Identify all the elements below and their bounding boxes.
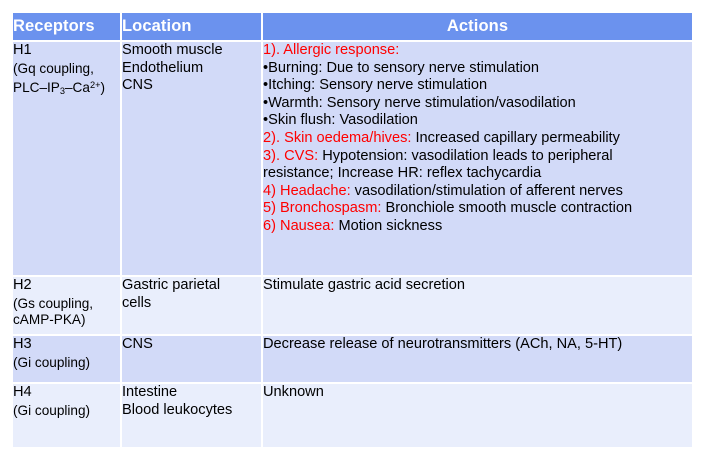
action-item: 2). Skin oedema/hives: Increased capilla… [263, 130, 692, 148]
action-item: Unknown [263, 384, 324, 400]
receptor-coupling-line2: cAMP-PKA) [13, 312, 86, 327]
action-item: 6) Nausea: Motion sickness [263, 218, 692, 236]
table-body: H1 (Gq coupling, PLC–IP3–Ca2+) Smooth mu… [13, 42, 692, 447]
action-label: 3). CVS: [263, 147, 319, 164]
location-line: cells [122, 294, 152, 311]
receptor-name: H3 [13, 336, 32, 352]
action-label: 1). Allergic response: [263, 42, 400, 58]
action-label: 4) Headache: [263, 182, 351, 199]
action-text: Motion sickness [334, 217, 443, 234]
action-item: 5) Bronchospasm: Bronchiole smooth muscl… [263, 200, 692, 218]
action-label: 2). Skin oedema/hives: [263, 129, 412, 146]
cell-location-h2: Gastric parietal cells [122, 277, 261, 334]
coupling-post: ) [100, 79, 105, 95]
receptor-name: H4 [13, 384, 32, 400]
location-line: Gastric parietal [122, 277, 221, 293]
table-header: Receptors Location Actions [13, 13, 692, 40]
action-item: 3). CVS: Hypotension: vasodilation leads… [263, 148, 692, 166]
coupling-subscript: 3 [59, 85, 65, 96]
cell-receptor-h4: H4 (Gi coupling) [13, 384, 120, 447]
action-text: Increased capillary permeability [411, 129, 620, 146]
cell-receptor-h3: H3 (Gi coupling) [13, 336, 120, 382]
action-text: Bronchiole smooth muscle contraction [381, 200, 633, 217]
action-item: •Skin flush: Vasodilation [263, 112, 692, 130]
action-item: Stimulate gastric acid secretion [263, 277, 465, 293]
table-row: H1 (Gq coupling, PLC–IP3–Ca2+) Smooth mu… [13, 42, 692, 275]
action-item: •Burning: Due to sensory nerve stimulati… [263, 60, 692, 78]
histamine-receptor-table-container: Receptors Location Actions H1 (Gq coupli… [11, 11, 692, 447]
cell-receptor-h1: H1 (Gq coupling, PLC–IP3–Ca2+) [13, 42, 120, 275]
action-item: Decrease release of neurotransmitters (A… [263, 336, 623, 352]
action-text: Hypotension: vasodilation leads to perip… [318, 147, 613, 164]
action-item: •Itching: Sensory nerve stimulation [263, 77, 692, 95]
action-text: resistance; Increase HR: reflex tachycar… [263, 165, 542, 182]
action-item: 1). Allergic response: [263, 42, 692, 60]
location-line: Endothelium [122, 59, 204, 76]
coupling-superscript: 2+ [89, 80, 101, 90]
coupling-pre: PLC–IP [13, 79, 60, 95]
column-header-location: Location [122, 13, 261, 40]
location-line: CNS [122, 77, 153, 94]
cell-actions-h1: 1). Allergic response: •Burning: Due to … [263, 42, 692, 275]
cell-location-h3: CNS [122, 336, 261, 382]
table-row: H2 (Gs coupling, cAMP-PKA) Gastric parie… [13, 277, 692, 334]
action-label: 5) Bronchospasm: [263, 200, 382, 217]
receptor-coupling-line2: PLC–IP3–Ca2+) [13, 77, 120, 99]
cell-receptor-h2: H2 (Gs coupling, cAMP-PKA) [13, 277, 120, 334]
action-label: 6) Nausea: [263, 217, 335, 234]
location-line: CNS [122, 336, 153, 352]
action-text: vasodilation/stimulation of afferent ner… [350, 182, 623, 199]
cell-location-h1: Smooth muscle Endothelium CNS [122, 42, 261, 275]
action-text: •Itching: Sensory nerve stimulation [263, 77, 488, 94]
cell-location-h4: Intestine Blood leukocytes [122, 384, 261, 447]
receptor-coupling-line1: (Gi coupling) [13, 354, 91, 370]
action-item: •Warmth: Sensory nerve stimulation/vasod… [263, 95, 692, 113]
table-header-row: Receptors Location Actions [13, 13, 692, 40]
action-text: •Burning: Due to sensory nerve stimulati… [263, 59, 540, 76]
receptor-coupling-line1: (Gi coupling) [13, 402, 91, 418]
cell-actions-h3: Decrease release of neurotransmitters (A… [263, 336, 692, 382]
action-item: resistance; Increase HR: reflex tachycar… [263, 165, 692, 183]
action-item: 4) Headache: vasodilation/stimulation of… [263, 183, 692, 201]
receptor-coupling-line1: (Gq coupling, [13, 60, 94, 76]
coupling-mid: –Ca [65, 79, 90, 95]
location-line: Intestine [122, 384, 178, 400]
table-row: H4 (Gi coupling) Intestine Blood leukocy… [13, 384, 692, 447]
location-line: Blood leukocytes [122, 401, 233, 418]
receptor-coupling-line1: (Gs coupling, [13, 295, 94, 311]
column-header-actions: Actions [263, 13, 692, 40]
action-text: •Skin flush: Vasodilation [263, 112, 418, 129]
histamine-receptor-table: Receptors Location Actions H1 (Gq coupli… [11, 11, 694, 449]
location-line: Smooth muscle [122, 42, 223, 58]
receptor-name: H1 [13, 42, 32, 58]
receptor-name: H2 [13, 277, 32, 293]
column-header-receptors: Receptors [13, 13, 120, 40]
table-row: H3 (Gi coupling) CNS Decrease release of… [13, 336, 692, 382]
action-text: •Warmth: Sensory nerve stimulation/vasod… [263, 94, 576, 111]
cell-actions-h2: Stimulate gastric acid secretion [263, 277, 692, 334]
cell-actions-h4: Unknown [263, 384, 692, 447]
